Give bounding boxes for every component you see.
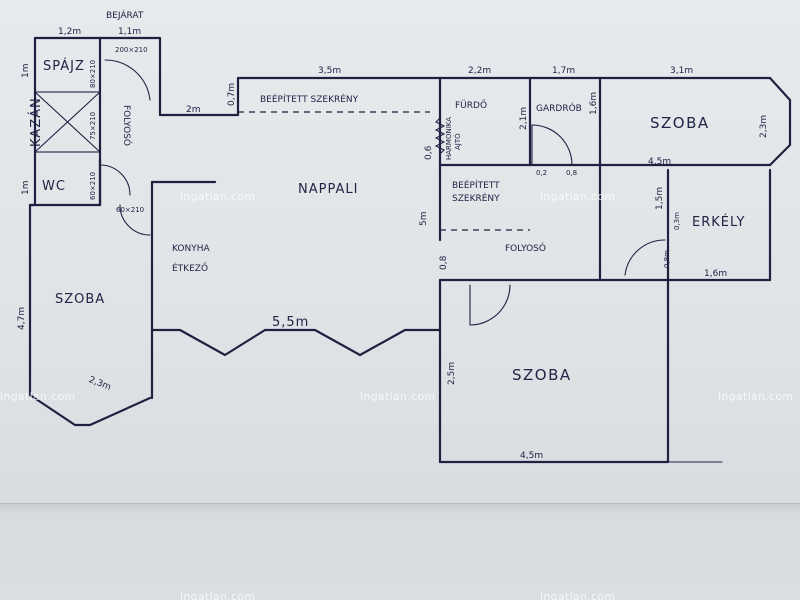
door-size-label: 80×210	[89, 59, 97, 88]
dim-label: 1m	[21, 180, 31, 196]
room-label-folyoso-left: FOLYOSÓ	[121, 105, 131, 146]
watermark: ingatlan.com	[0, 390, 76, 403]
dim-label: 5,5m	[272, 315, 310, 330]
dim-label: 1,1m	[118, 27, 142, 37]
door-arc-erkely	[624, 239, 666, 276]
door-arc-szoba-bottom	[469, 284, 511, 326]
room-label-folyoso-mid: FOLYOSÓ	[505, 244, 546, 254]
harmonika-door	[434, 117, 446, 155]
room-label-kazan: KAZÁN	[29, 97, 44, 147]
door-size-label: 60×210	[116, 206, 145, 214]
dim-label: 2m	[186, 105, 201, 115]
dim-label: 4,5m	[648, 157, 672, 167]
door-size-label: 60×210	[89, 171, 97, 200]
dim-label: 1,6m	[704, 269, 728, 279]
wall-left-top	[33, 36, 162, 92]
door-size-label: 75×210	[89, 111, 97, 140]
dim-label: 1,7m	[552, 66, 576, 76]
wall-left-outer	[28, 36, 37, 397]
window-wall-nappali	[150, 328, 442, 357]
label-harmonika-a: HARMONIKA	[445, 116, 453, 160]
room-label-konyha: KONYHA	[172, 244, 210, 254]
dim-label: 1,6m	[589, 91, 599, 115]
dim-label: 3,1m	[670, 66, 694, 76]
room-label-spajz: SPÁJZ	[43, 59, 85, 74]
room-label-szoba-left: SZOBA	[55, 292, 106, 307]
dim-label: 4,5m	[520, 451, 544, 461]
room-label-nappali: NAPPALI	[298, 182, 359, 197]
kazan-box	[34, 91, 101, 153]
room-label-wc: WC	[42, 179, 66, 194]
dim-label: 0,2	[536, 169, 548, 177]
paper-fold	[0, 503, 800, 600]
wall-szoba-bottom	[438, 278, 670, 464]
dim-label: 0,7m	[227, 82, 237, 106]
dim-label: 2,3m	[759, 114, 769, 138]
dim-label: 1,5m	[655, 186, 665, 210]
dim-label: 3,5m	[318, 66, 342, 76]
door-arc-wc	[99, 164, 131, 196]
dim-label: 0,8m	[663, 250, 671, 268]
room-label-szoba-right: SZOBA	[650, 114, 710, 132]
dim-label: 4,7m	[17, 306, 27, 330]
dim-label: 2,2m	[468, 66, 492, 76]
label-harmonika-b: AJTÓ	[454, 133, 462, 150]
room-label-erkely: ERKÉLY	[692, 215, 746, 230]
bay-window-left	[28, 393, 152, 427]
door-arc-gardrob	[531, 124, 573, 166]
watermark: ingatlan.com	[180, 190, 256, 203]
wall-corridor-top	[158, 76, 442, 117]
room-label-furdo: FÜRDŐ	[455, 101, 488, 111]
room-label-beepitett-2a: BEÉPÍTETT	[452, 181, 500, 191]
watermark: ingatlan.com	[180, 590, 256, 600]
room-label-bejarat: BEJÁRAT	[106, 11, 144, 21]
room-label-szoba-bottom: SZOBA	[512, 366, 572, 384]
dim-label: 0,6	[424, 145, 434, 160]
dim-label: 1m	[21, 63, 31, 79]
dim-label: 0,3m	[673, 212, 681, 230]
watermark: ingatlan.com	[718, 390, 794, 403]
dim-label: 5m	[419, 211, 429, 227]
kazan-cross-2	[34, 91, 101, 153]
room-label-gardrob: GARDRÓB	[536, 104, 582, 114]
dim-label: 2,1m	[519, 106, 529, 130]
watermark: ingatlan.com	[360, 390, 436, 403]
room-label-etkezo: ÉTKEZŐ	[172, 264, 209, 274]
door-arc-szoba-left	[119, 204, 151, 236]
watermark: ingatlan.com	[540, 190, 616, 203]
door-size-label: 200×210	[115, 46, 148, 54]
dim-label: 0,8	[439, 255, 449, 270]
door-arc-bejarat	[104, 59, 151, 101]
room-label-beepitett-1: BEÉPÍTETT SZEKRÉNY	[260, 95, 359, 105]
room-label-beepitett-2b: SZEKRÉNY	[452, 194, 500, 204]
dim-label: 2,5m	[447, 361, 457, 385]
bay-window-right	[768, 76, 792, 167]
dim-label: 0,8	[566, 169, 578, 177]
dim-label: 1,2m	[58, 27, 82, 37]
watermark: ingatlan.com	[540, 590, 616, 600]
